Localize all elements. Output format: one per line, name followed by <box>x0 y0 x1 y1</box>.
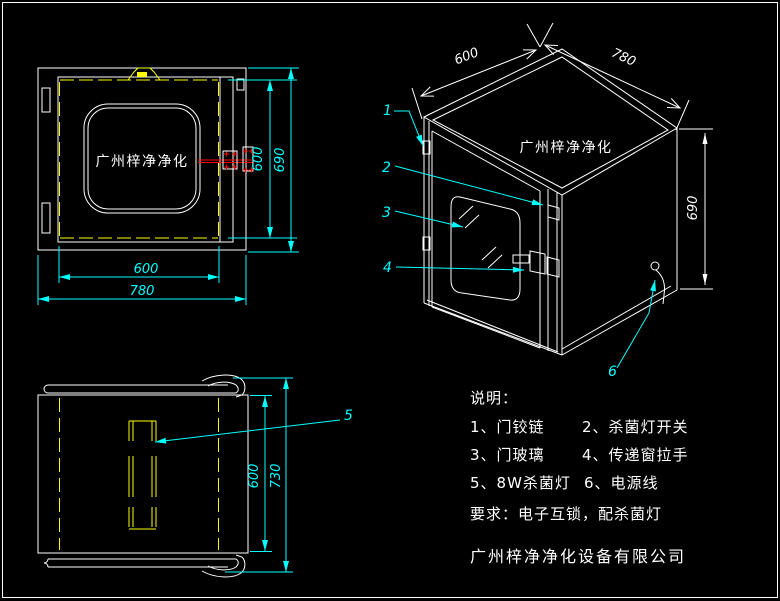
iso-dimensions <box>411 22 713 290</box>
uv-lamp-tube <box>128 420 157 530</box>
side-body <box>37 394 249 554</box>
callout-5-uv-lamp: 5 <box>344 408 353 424</box>
side-bottom-flange <box>43 554 246 578</box>
iso-dim-height: 690 <box>686 196 701 221</box>
hinge-top <box>41 87 51 113</box>
iso-door-glass <box>450 196 521 301</box>
front-view: 广州梓净净化 600 690 600 780 <box>37 67 299 305</box>
front-hidden-lines <box>59 79 219 239</box>
iso-hinge-bottom <box>422 236 431 251</box>
legend-item-door-glass: 3、门玻璃 <box>470 446 545 464</box>
front-dim-outer-width: 780 <box>130 284 155 299</box>
legend-item-lamp-switch: 2、杀菌灯开关 <box>582 418 689 436</box>
callout-1-hinge: 1 <box>383 103 392 119</box>
legend-item-handle: 4、传递窗拉手 <box>582 446 689 464</box>
power-cord-gland <box>650 261 660 271</box>
callout-3-door-glass: 3 <box>382 205 391 221</box>
callout-2-lamp-switch: 2 <box>382 160 391 176</box>
legend-item-hinge: 1、门铰链 <box>470 418 545 436</box>
lamp-switch <box>236 78 245 91</box>
door-handle <box>198 146 254 173</box>
iso-door-top <box>431 130 541 192</box>
side-top-flange <box>43 374 246 398</box>
front-dimensions <box>37 67 299 305</box>
power-cord <box>655 269 665 305</box>
side-dim-outer-height: 730 <box>269 464 284 489</box>
front-brand-text: 广州梓净净化 <box>96 154 189 170</box>
legend-requirement: 要求：电子互锁，配杀菌灯 <box>470 505 663 523</box>
iso-box <box>422 48 678 356</box>
front-dim-inner-width: 600 <box>134 262 159 277</box>
handle-screws <box>224 148 254 173</box>
side-view: 600 730 5 <box>37 374 353 578</box>
door-glass-outer <box>83 103 201 214</box>
iso-hinge-top <box>422 140 431 155</box>
callout-6-power-cord: 6 <box>608 364 617 380</box>
side-hidden-lines <box>59 398 219 550</box>
iso-dim-width: 780 <box>609 46 638 70</box>
side-dimensions <box>154 377 341 573</box>
legend-item-uv-lamp: 5、8W杀菌灯 <box>470 474 571 492</box>
iso-lamp-switch <box>547 204 560 221</box>
uv-lamp-top-symbol <box>127 67 161 81</box>
iso-brand-text: 广州梓净净化 <box>520 140 613 156</box>
front-dim-inner-height: 600 <box>251 147 266 172</box>
iso-view: 广州梓净净化 600 780 690 1 2 3 4 6 <box>382 22 713 380</box>
iso-callout-leaders <box>394 110 656 369</box>
callout-4-handle: 4 <box>383 260 392 276</box>
front-dim-outer-height: 690 <box>273 148 288 173</box>
legend-title: 说明： <box>470 389 519 407</box>
glass-reflection-ticks <box>458 205 503 269</box>
iso-dim-depth: 600 <box>452 45 481 68</box>
door-glass-inner <box>87 107 197 210</box>
hinge-bottom <box>41 202 51 234</box>
company-name: 广州梓净净化设备有限公司 <box>470 547 687 566</box>
legend-item-power-cord: 6、电源线 <box>584 474 659 492</box>
side-dim-inner-height: 600 <box>247 464 262 489</box>
iso-door-handle <box>512 250 560 278</box>
